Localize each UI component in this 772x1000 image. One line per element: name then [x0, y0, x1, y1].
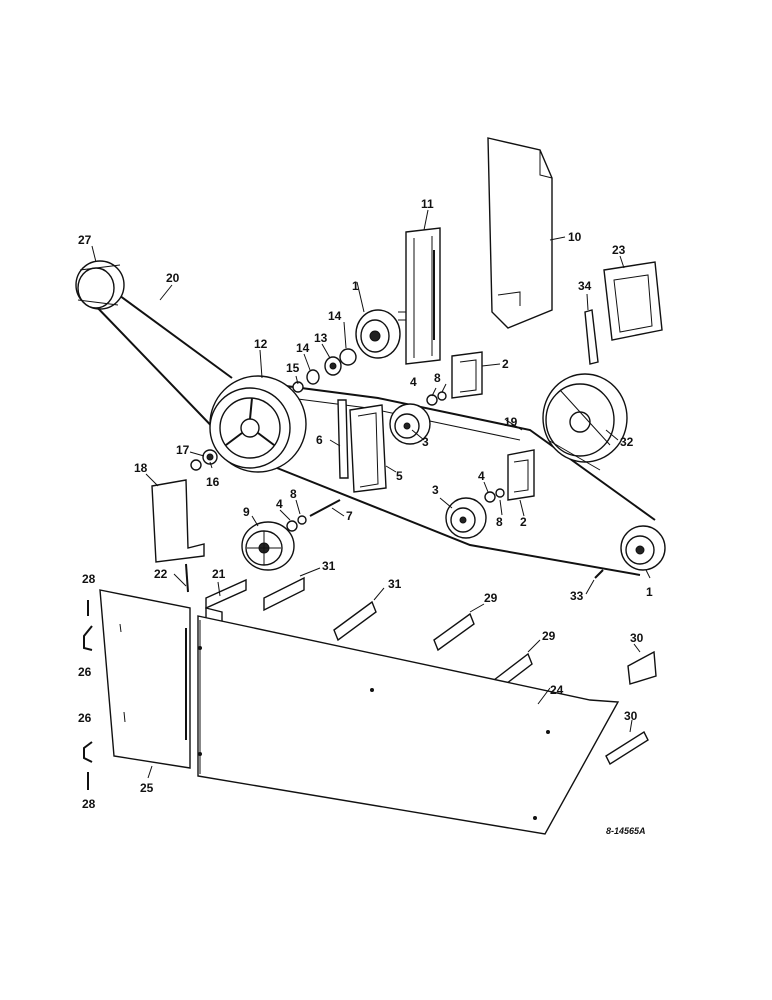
idler-pulley-3-upper: [389, 403, 431, 445]
pulley-1-bottom: [620, 525, 666, 571]
bracket-2-lower: [507, 449, 535, 501]
callout-18: 18: [134, 461, 148, 475]
callout-2: 2: [520, 515, 527, 529]
callout-20: 20: [166, 271, 180, 285]
leader-lines: [91, 209, 651, 779]
callout-31: 31: [322, 559, 336, 573]
callout-5: 5: [396, 469, 403, 483]
callout-24: 24: [550, 683, 564, 697]
callout-30: 30: [630, 631, 644, 645]
callout-4: 4: [276, 497, 283, 511]
callout-1: 1: [352, 279, 359, 293]
channel-30-upper: [627, 650, 657, 685]
pulley-9: [241, 521, 295, 571]
callout-7: 7: [346, 509, 353, 523]
bracket-2-upper: [451, 351, 483, 399]
callout-8: 8: [496, 515, 503, 529]
callout-12: 12: [254, 337, 268, 351]
latch-26-upper: [83, 625, 93, 651]
door-25: [99, 589, 191, 769]
channel-21: [205, 578, 247, 623]
callout-3: 3: [432, 483, 439, 497]
sprocket-27: [75, 260, 125, 310]
plate-10: [487, 137, 553, 329]
callout-10: 10: [568, 230, 582, 244]
callout-23: 23: [612, 243, 626, 257]
callout-25: 25: [140, 781, 154, 795]
callout-30: 30: [624, 709, 638, 723]
callout-8: 8: [434, 371, 441, 385]
bracket-11: [405, 227, 441, 365]
callout-17: 17: [176, 443, 190, 457]
strap-34: [584, 309, 599, 365]
latch-26-lower: [83, 741, 93, 763]
callout-3: 3: [422, 435, 429, 449]
idler-pulley-3-lower: [445, 497, 487, 539]
bracket-23: [603, 261, 663, 341]
callout-32: 32: [620, 435, 634, 449]
pulley-12: [209, 375, 307, 473]
callout-2: 2: [502, 357, 509, 371]
callout-33: 33: [570, 589, 584, 603]
callout-6: 6: [316, 433, 323, 447]
shield-24: [197, 615, 620, 835]
bracket-18: [151, 479, 205, 563]
callout-16: 16: [206, 475, 220, 489]
callout-29: 29: [542, 629, 556, 643]
bar-6: [337, 399, 349, 479]
callout-26: 26: [78, 711, 92, 725]
drawing-id: 8-14565A: [606, 826, 646, 836]
callout-21: 21: [212, 567, 226, 581]
channel-31-right: [333, 600, 377, 642]
channel-29-upper: [433, 612, 475, 652]
callout-13: 13: [314, 331, 328, 345]
callout-11: 11: [421, 197, 434, 211]
pulley-1-top: [355, 309, 441, 359]
callout-22: 22: [154, 567, 168, 581]
callout-19: 19: [504, 415, 518, 429]
callout-9: 9: [243, 505, 250, 519]
callout-15: 15: [286, 361, 300, 375]
channel-30-lower: [605, 730, 649, 766]
pulley-32: [542, 373, 628, 471]
channel-31-left: [263, 576, 305, 612]
callout-28: 28: [82, 797, 96, 811]
callout-4: 4: [410, 375, 417, 389]
callout-27: 27: [78, 233, 92, 247]
callout-26: 26: [78, 665, 92, 679]
callout-14: 14: [328, 309, 342, 323]
callout-34: 34: [578, 279, 592, 293]
callout-1: 1: [646, 585, 653, 599]
callout-31: 31: [388, 577, 402, 591]
channel-5: [349, 404, 387, 493]
callout-8: 8: [290, 487, 297, 501]
callout-4: 4: [478, 469, 485, 483]
callout-28: 28: [82, 572, 96, 586]
callout-29: 29: [484, 591, 498, 605]
bearing-hardware: [185, 348, 604, 593]
callout-14: 14: [296, 341, 310, 355]
